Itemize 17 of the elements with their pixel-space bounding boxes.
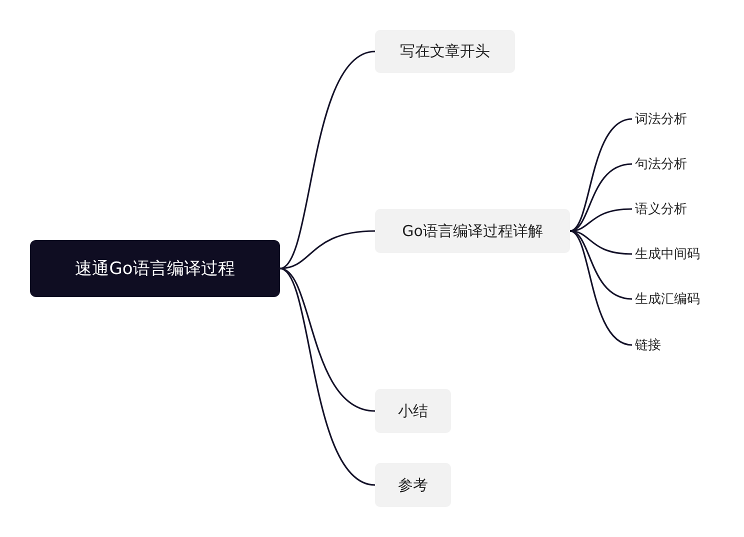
leaf-text: 链接 bbox=[632, 335, 712, 355]
topic-box: 写在文章开头 bbox=[375, 30, 515, 73]
topic-box: Go语言编译过程详解 bbox=[375, 209, 570, 253]
leaf-text: 词法分析 bbox=[632, 109, 712, 129]
connector-line bbox=[280, 268, 376, 486]
connector-line bbox=[570, 230, 632, 300]
leaf-text: 生成中间码 bbox=[632, 244, 712, 264]
connector-line bbox=[280, 230, 376, 270]
root-box: 速通Go语言编译过程 bbox=[30, 240, 280, 297]
topic-box: 小结 bbox=[375, 389, 451, 433]
leaf-text: 生成汇编码 bbox=[632, 289, 712, 309]
connector-line bbox=[570, 118, 632, 232]
connector-line bbox=[570, 230, 632, 346]
connector-line bbox=[280, 50, 376, 270]
topic-box: 参考 bbox=[375, 463, 451, 507]
leaf-text: 句法分析 bbox=[632, 154, 712, 174]
leaf-text: 语义分析 bbox=[632, 199, 712, 219]
